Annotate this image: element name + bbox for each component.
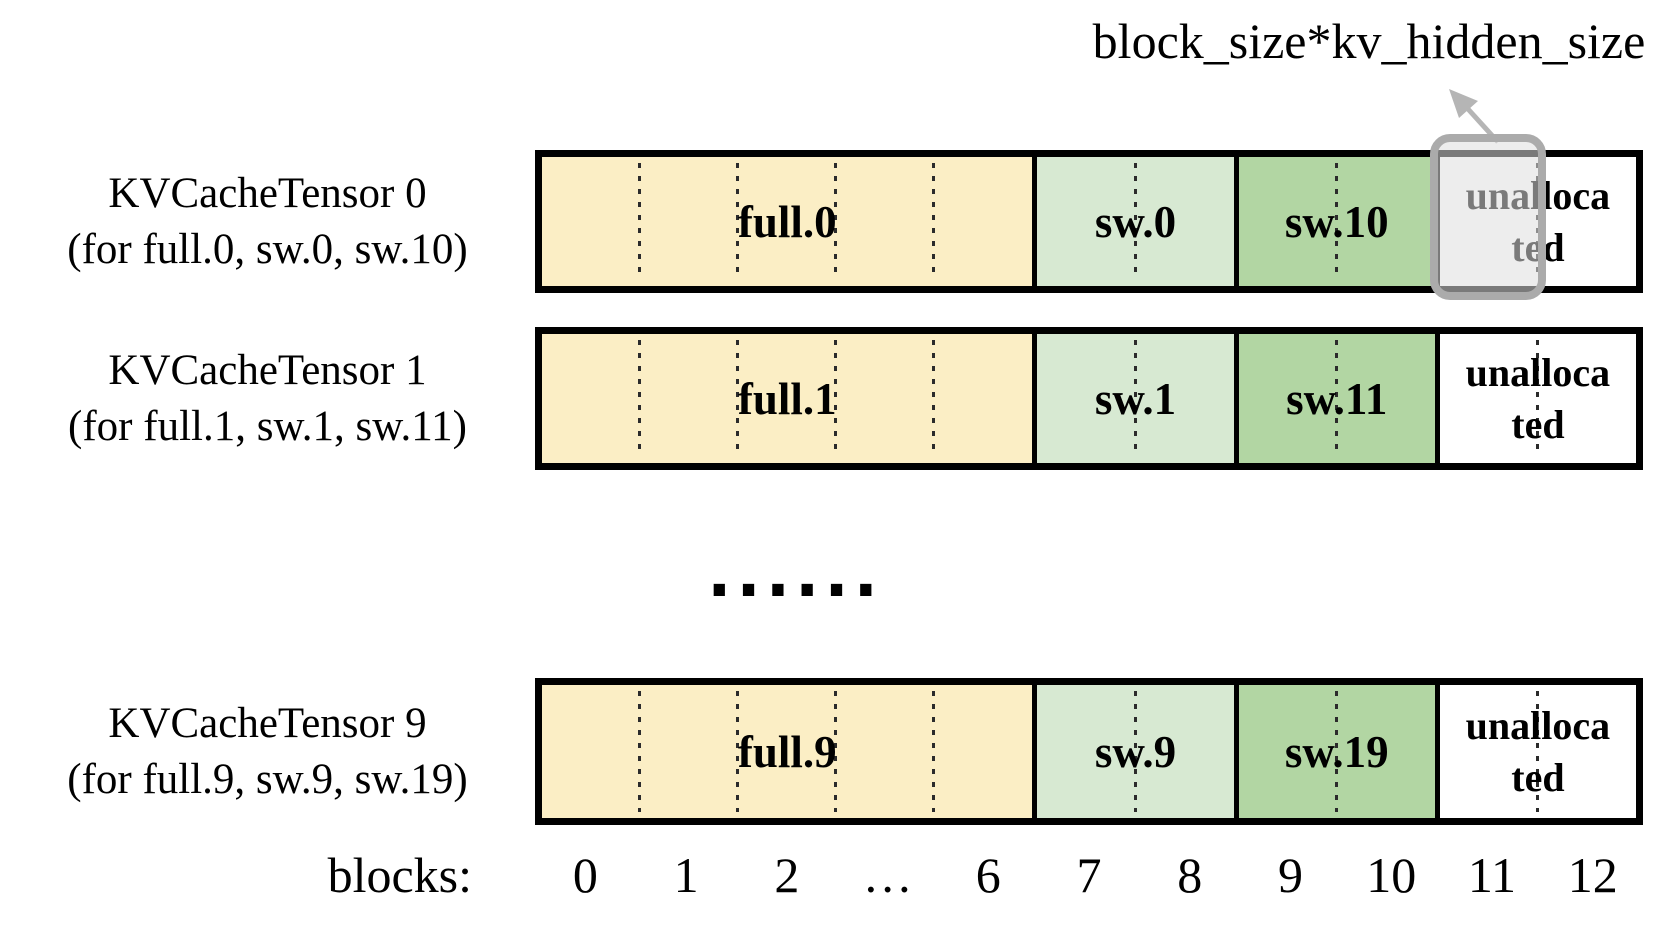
row-0-title: KVCacheTensor 0 bbox=[108, 170, 427, 218]
block-tick-8: 8 bbox=[1177, 847, 1203, 903]
row-1-subtitle: (for full.1, sw.1, sw.11) bbox=[68, 402, 467, 450]
row-1-sw-segment: sw.1 bbox=[1037, 334, 1239, 463]
row-9-title: KVCacheTensor 9 bbox=[108, 700, 427, 748]
row-1-unallocated-label: unallocated bbox=[1465, 349, 1611, 447]
row-0-sw2-segment: sw.10 bbox=[1238, 157, 1440, 286]
row-0-sw-segment: sw.0 bbox=[1037, 157, 1239, 286]
block-divider-dotted-line bbox=[736, 163, 740, 280]
row-9-bar: full.9 sw.9 sw.19 unallocated bbox=[535, 678, 1643, 825]
block-tick-7: 7 bbox=[1076, 847, 1102, 903]
row-1-full-segment: full.1 bbox=[542, 334, 1038, 463]
block-divider-dotted-line bbox=[1334, 340, 1338, 457]
block-divider-dotted-line bbox=[736, 340, 740, 457]
block-tick-ellipsis: … bbox=[862, 847, 913, 903]
block-divider-dotted-line bbox=[1535, 691, 1539, 812]
blocks-axis-ticks: 0 1 2 … 6 7 8 9 10 11 12 bbox=[535, 845, 1643, 905]
row-0-label: KVCacheTensor 0 (for full.0, sw.0, sw.10… bbox=[25, 150, 510, 293]
block-divider-dotted-line bbox=[1133, 340, 1137, 457]
block-divider-dotted-line bbox=[834, 340, 838, 457]
row-9-label: KVCacheTensor 9 (for full.9, sw.9, sw.19… bbox=[25, 678, 510, 825]
block-highlight-box bbox=[1430, 134, 1546, 300]
row-0-sw2-label: sw.10 bbox=[1284, 196, 1389, 247]
block-divider-dotted-line bbox=[932, 163, 936, 280]
block-tick-10: 10 bbox=[1366, 847, 1417, 903]
block-divider-dotted-line bbox=[834, 163, 838, 280]
block-tick-11: 11 bbox=[1467, 847, 1517, 903]
block-divider-dotted-line bbox=[638, 340, 642, 457]
block-tick-12: 12 bbox=[1567, 847, 1618, 903]
block-divider-dotted-line bbox=[1334, 163, 1338, 280]
row-1-bar: full.1 sw.1 sw.11 unallocated bbox=[535, 327, 1643, 470]
row-0-subtitle: (for full.0, sw.0, sw.10) bbox=[67, 225, 468, 273]
blocks-axis-label: blocks: bbox=[327, 847, 472, 903]
row-9-sw-label: sw.9 bbox=[1094, 726, 1177, 777]
block-tick-0: 0 bbox=[572, 847, 598, 903]
block-divider-dotted-line bbox=[1535, 340, 1539, 457]
row-9-full-segment: full.9 bbox=[542, 685, 1038, 818]
row-9-unallocated-segment: unallocated bbox=[1439, 685, 1637, 818]
row-9-sw-segment: sw.9 bbox=[1037, 685, 1239, 818]
block-tick-9: 9 bbox=[1278, 847, 1303, 903]
row-1-unallocated-segment: unallocated bbox=[1439, 334, 1637, 463]
row-1-title: KVCacheTensor 1 bbox=[108, 347, 427, 395]
block-divider-dotted-line bbox=[736, 691, 740, 812]
row-0-full-label: full.0 bbox=[737, 196, 837, 247]
block-divider-dotted-line bbox=[638, 691, 642, 812]
block-divider-dotted-line bbox=[1133, 691, 1137, 812]
row-9-subtitle: (for full.9, sw.9, sw.19) bbox=[67, 755, 468, 803]
row-1-sw-label: sw.1 bbox=[1094, 373, 1177, 424]
rows-ellipsis: ...... bbox=[707, 538, 883, 612]
row-9-unallocated-label: unallocated bbox=[1465, 702, 1611, 800]
row-9-sw2-segment: sw.19 bbox=[1238, 685, 1440, 818]
row-0-sw-label: sw.0 bbox=[1094, 196, 1177, 247]
row-1-label: KVCacheTensor 1 (for full.1, sw.1, sw.11… bbox=[25, 327, 510, 470]
block-divider-dotted-line bbox=[1334, 691, 1338, 812]
block-divider-dotted-line bbox=[834, 691, 838, 812]
row-1-sw2-label: sw.11 bbox=[1286, 373, 1388, 424]
block-size-annotation: block_size*kv_hidden_size bbox=[1092, 13, 1646, 69]
row-9-full-label: full.9 bbox=[737, 726, 837, 777]
row-9-sw2-label: sw.19 bbox=[1284, 726, 1389, 777]
row-0-full-segment: full.0 bbox=[542, 157, 1038, 286]
block-divider-dotted-line bbox=[1133, 163, 1137, 280]
block-divider-dotted-line bbox=[932, 691, 936, 812]
block-divider-dotted-line bbox=[638, 163, 642, 280]
block-tick-1: 1 bbox=[673, 847, 699, 903]
block-tick-2: 2 bbox=[774, 847, 800, 903]
row-1-sw2-segment: sw.11 bbox=[1238, 334, 1440, 463]
row-1-full-label: full.1 bbox=[737, 373, 837, 424]
block-tick-6: 6 bbox=[975, 847, 1001, 903]
block-divider-dotted-line bbox=[932, 340, 936, 457]
